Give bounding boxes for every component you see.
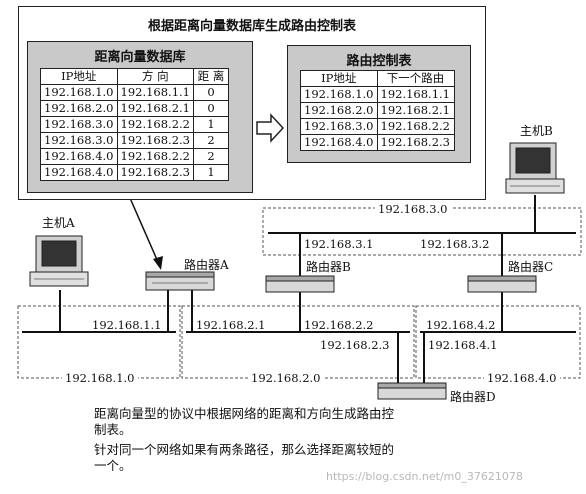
rt-cell: 192.168.2.3	[376, 134, 455, 151]
rt-cell: 192.168.4.0	[300, 134, 378, 151]
router-d-label: 路由器D	[450, 390, 496, 404]
rt-title: 路由控制表	[346, 54, 412, 69]
iface-d2: 192.168.2.3	[320, 338, 390, 352]
network-label-4: 192.168.4.0	[484, 371, 560, 385]
caption-line-4: 一个。	[94, 458, 132, 473]
db-cell: 192.168.2.3	[116, 164, 194, 181]
rt-cell: 192.168.2.1	[376, 102, 455, 119]
rt-cell: 192.168.3.0	[300, 118, 378, 135]
db-header-ip: IP地址	[40, 68, 118, 85]
db-cell: 0	[193, 84, 229, 101]
rt-cell: 192.168.2.0	[300, 102, 378, 119]
network-label-1: 192.168.1.0	[62, 371, 138, 385]
iface-b3: 192.168.3.1	[304, 237, 374, 251]
db-cell: 192.168.1.1	[116, 84, 194, 101]
db-cell: 1	[193, 116, 229, 133]
host-a-label: 主机A	[42, 216, 75, 230]
db-cell: 2	[193, 132, 229, 149]
caption-line-2: 制表。	[94, 422, 132, 437]
network-box-192-168-3-0	[262, 207, 582, 256]
host-b-computer-icon	[505, 142, 565, 194]
db-cell: 192.168.2.3	[116, 132, 194, 149]
router-a-icon	[145, 271, 215, 291]
outer-title: 根据距离向量数据库生成路由控制表	[147, 19, 356, 34]
host-b-label: 主机B	[520, 124, 553, 138]
router-b-icon	[265, 275, 335, 293]
db-cell: 192.168.4.0	[40, 164, 118, 181]
iface-a2: 192.168.2.1	[196, 318, 266, 332]
db-cell: 192.168.2.2	[116, 148, 194, 165]
db-cell: 192.168.2.0	[40, 100, 118, 117]
rt-cell: 192.168.1.0	[300, 86, 378, 103]
router-c-label: 路由器C	[508, 260, 554, 274]
iface-c3: 192.168.3.2	[420, 237, 490, 251]
iface-c4: 192.168.4.2	[426, 318, 496, 332]
db-cell: 192.168.2.2	[116, 116, 194, 133]
db-header-direction: 方 向	[116, 68, 194, 85]
caption-line-1: 距离向量型的协议中根据网络的距离和方向生成路由控	[94, 406, 395, 421]
router-a-label: 路由器A	[184, 258, 229, 272]
db-cell: 2	[193, 148, 229, 165]
outer-frame: 根据距离向量数据库生成路由控制表 距离向量数据库 IP地址 方 向 距 离 19…	[18, 6, 486, 200]
db-title: 距离向量数据库	[94, 50, 186, 65]
router-c-icon	[467, 275, 537, 293]
db-cell: 0	[193, 100, 229, 117]
rt-header-ip: IP地址	[300, 70, 378, 87]
db-cell: 192.168.4.0	[40, 148, 118, 165]
caption-line-3: 针对同一个网络如果有两条路径，那么选择距离较短的	[94, 442, 395, 457]
router-d-icon	[377, 382, 447, 400]
rt-cell: 192.168.1.1	[376, 86, 455, 103]
rt-cell: 192.168.2.2	[376, 118, 455, 135]
iface-b2: 192.168.2.2	[304, 318, 374, 332]
network-box-192-168-1-0	[17, 305, 181, 379]
network-label-2: 192.168.2.0	[248, 371, 324, 385]
caption: 距离向量型的协议中根据网络的距离和方向生成路由控 制表。 针对同一个网络如果有两…	[94, 406, 494, 474]
rt-header-next-hop: 下一个路由	[376, 70, 455, 87]
db-cell: 1	[193, 164, 229, 181]
db-cell: 192.168.3.0	[40, 132, 118, 149]
rt-header-row: IP地址 下一个路由	[300, 70, 455, 87]
db-cell: 192.168.2.1	[116, 100, 194, 117]
db-cell: 192.168.3.0	[40, 116, 118, 133]
router-b-label: 路由器B	[306, 260, 351, 274]
convert-arrow-icon	[256, 113, 285, 143]
db-header-row: IP地址 方 向 距 离	[40, 68, 229, 85]
iface-d4: 192.168.4.1	[428, 338, 498, 352]
host-a-computer-icon	[29, 235, 89, 287]
iface-a1: 192.168.1.1	[92, 318, 162, 332]
network-label-3: 192.168.3.0	[375, 202, 451, 216]
db-header-distance: 距 离	[193, 68, 229, 85]
watermark: https://blog.csdn.net/m0_37621078	[326, 470, 523, 483]
db-cell: 192.168.1.0	[40, 84, 118, 101]
